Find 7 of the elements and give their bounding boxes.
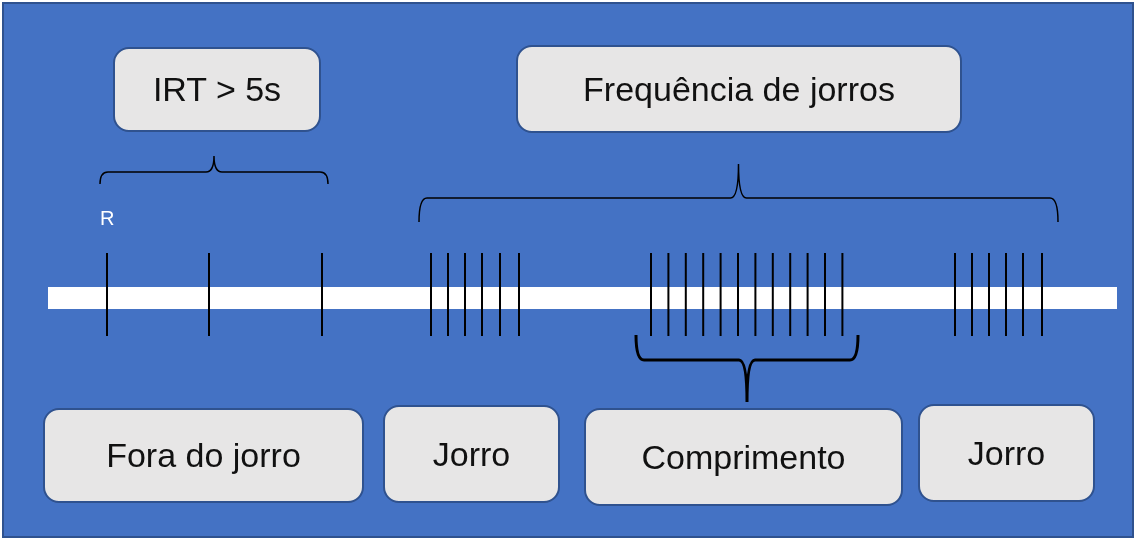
label-box: Jorro <box>918 404 1095 502</box>
label-box: Frequência de jorros <box>516 45 962 133</box>
label-box: Fora do jorro <box>43 408 364 503</box>
label-box: IRT > 5s <box>113 47 321 132</box>
response-label: R <box>100 207 115 230</box>
label-box: Jorro <box>383 405 560 503</box>
label-box: Comprimento <box>584 408 903 506</box>
